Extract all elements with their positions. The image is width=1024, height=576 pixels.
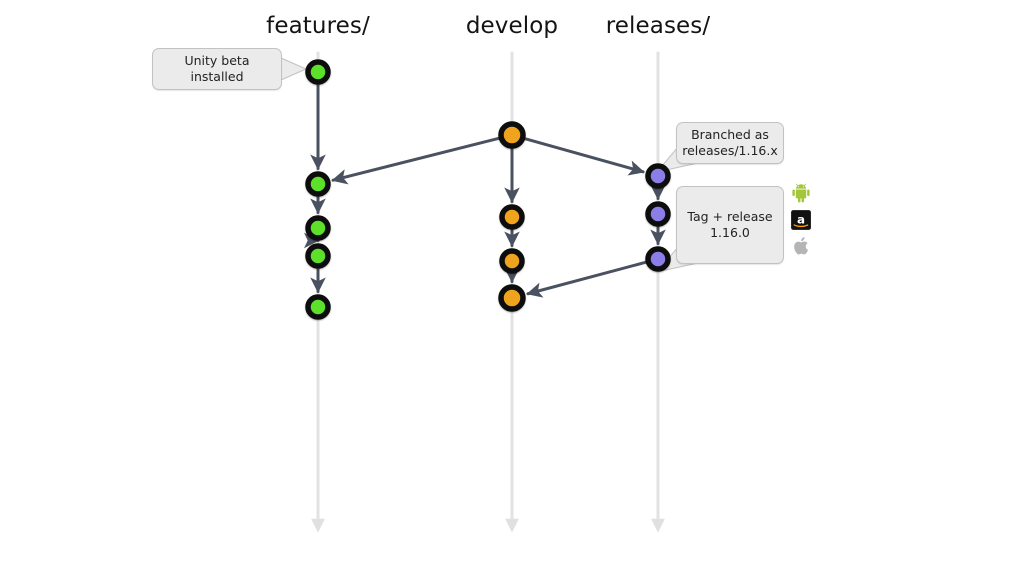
commit-node-fill: [505, 254, 519, 268]
commit-node-fill: [311, 221, 325, 235]
commit-edge-e-d1-r1: [523, 137, 645, 176]
commit-node-fill: [651, 169, 665, 183]
commit-node-fill: [311, 177, 325, 191]
commit-node-f1[interactable]: [305, 59, 331, 85]
lane-title-features: features/: [266, 13, 370, 39]
commit-edges-group: [310, 83, 666, 298]
apple-icon: [790, 235, 812, 257]
commit-node-fill: [311, 249, 325, 263]
commit-node-f3[interactable]: [305, 215, 331, 241]
callout-text-tag-release: Tag + release 1.16.0: [687, 208, 773, 241]
callout-tails-group: [280, 57, 699, 273]
commit-node-fill: [504, 127, 520, 143]
callout-unity-beta: Unity beta installed: [152, 48, 282, 90]
commit-node-d4[interactable]: [498, 284, 526, 312]
amazon-icon: a: [790, 209, 812, 231]
commit-node-d2[interactable]: [499, 204, 525, 230]
lane-lines-group: [311, 51, 665, 533]
commit-node-f2[interactable]: [305, 171, 331, 197]
callout-text-branched-as: Branched as releases/1.16.x: [682, 126, 778, 159]
callout-tail-unity-beta: [280, 57, 307, 81]
commit-node-r3[interactable]: [645, 246, 671, 272]
commit-node-fill: [651, 252, 665, 266]
callout-branched-as: Branched as releases/1.16.x: [676, 122, 784, 164]
commit-node-d1[interactable]: [498, 121, 526, 149]
commit-node-fill: [311, 65, 325, 79]
commit-node-r2[interactable]: [645, 201, 671, 227]
commit-node-f4[interactable]: [305, 243, 331, 269]
commit-edge-e-r3-d4: [526, 260, 648, 298]
commit-node-fill: [505, 210, 519, 224]
commit-node-f5[interactable]: [305, 294, 331, 320]
callout-text-unity-beta: Unity beta installed: [184, 52, 250, 85]
lane-title-develop: develop: [465, 13, 559, 39]
commit-node-fill: [504, 290, 520, 306]
commit-nodes-group: [305, 59, 671, 320]
commit-edge-e-d1-f2: [331, 136, 501, 185]
android-icon: [790, 183, 812, 205]
commit-node-d3[interactable]: [499, 248, 525, 274]
lane-title-releases: releases/: [605, 13, 711, 39]
commit-node-fill: [311, 300, 325, 314]
commit-node-r1[interactable]: [645, 163, 671, 189]
callout-tag-release: Tag + release 1.16.0: [676, 186, 784, 264]
commit-node-fill: [651, 207, 665, 221]
svg-text:a: a: [797, 212, 805, 226]
